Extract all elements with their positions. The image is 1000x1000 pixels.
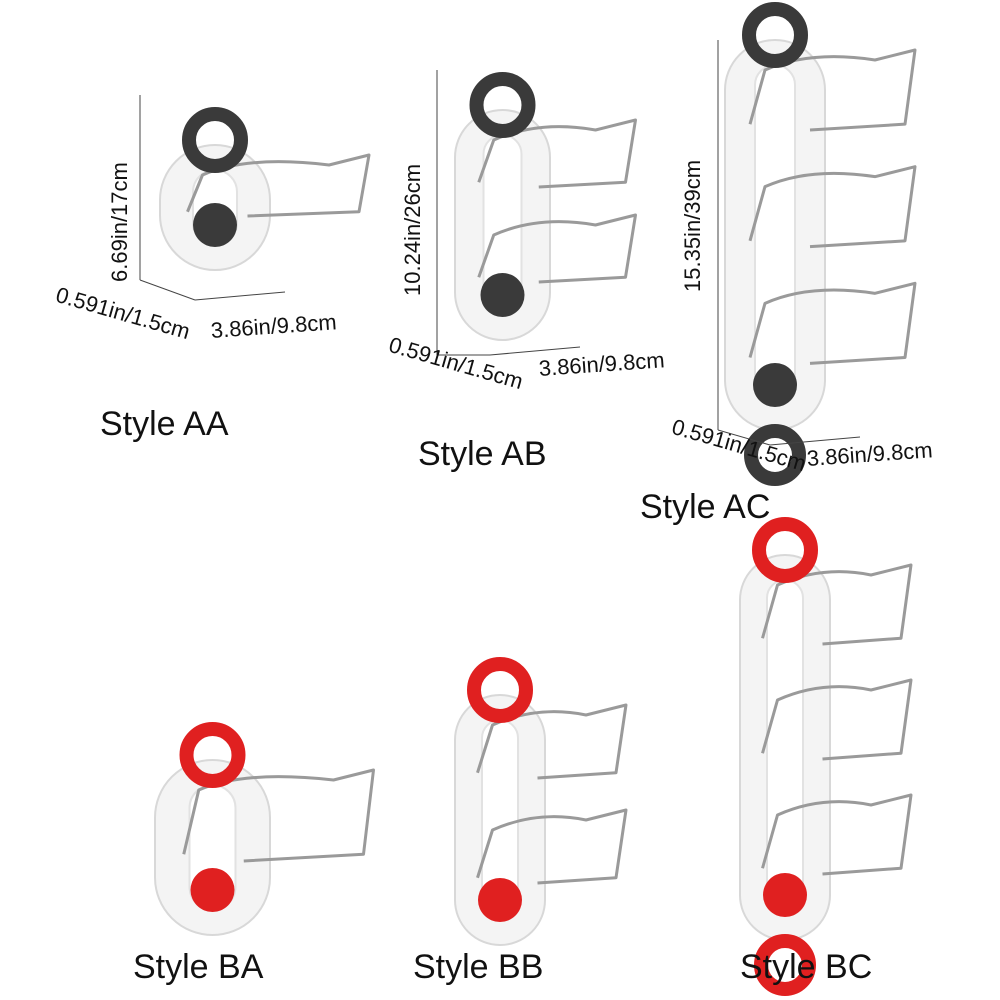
label-style-bc: Style BC bbox=[740, 948, 873, 986]
adjust-knob-aa bbox=[193, 203, 237, 247]
label-style-ab: Style AB bbox=[418, 435, 547, 473]
mount-ring-ab bbox=[469, 72, 536, 138]
dim-height-aa: 6.69in/17cm bbox=[107, 162, 132, 282]
wire-hook-bc bbox=[761, 678, 913, 761]
mount-ring-aa bbox=[182, 107, 248, 173]
width-guide-ab bbox=[489, 346, 581, 356]
wire-hook-ac bbox=[748, 281, 917, 365]
label-style-bb: Style BB bbox=[413, 948, 544, 986]
wire-hook-ac bbox=[748, 165, 917, 249]
width-guide-ac bbox=[769, 436, 861, 446]
slot-ac bbox=[754, 64, 796, 406]
label-style-ba: Style BA bbox=[133, 948, 264, 986]
wire-hook-ab bbox=[477, 213, 637, 284]
adjust-knob-ab bbox=[480, 273, 525, 317]
adjust-knob-ac bbox=[753, 363, 797, 407]
label-style-aa: Style AA bbox=[100, 405, 229, 443]
adjust-knob-bb bbox=[478, 878, 522, 922]
dim-height-ab: 10.24in/26cm bbox=[400, 163, 425, 296]
mount-ring-ac bbox=[742, 2, 808, 68]
label-style-ac: Style AC bbox=[640, 488, 771, 526]
mount-ring-bc bbox=[752, 517, 818, 583]
adjust-knob-bc bbox=[763, 873, 807, 917]
dim-height-ac: 15.35in/39cm bbox=[680, 159, 705, 292]
depth-guide-aa bbox=[139, 279, 196, 301]
width-guide-aa bbox=[194, 291, 286, 301]
mount-ring-bb bbox=[467, 657, 533, 723]
wire-hook-bc bbox=[761, 793, 913, 876]
mount-ring-ba bbox=[179, 722, 246, 788]
wire-hook-bb bbox=[476, 808, 628, 885]
slot-bc bbox=[766, 579, 804, 916]
bottom-ring-bc bbox=[754, 934, 816, 996]
adjust-knob-ba bbox=[190, 868, 235, 912]
depth-guide-ac bbox=[717, 429, 771, 446]
bottom-ring-ac bbox=[744, 424, 806, 486]
